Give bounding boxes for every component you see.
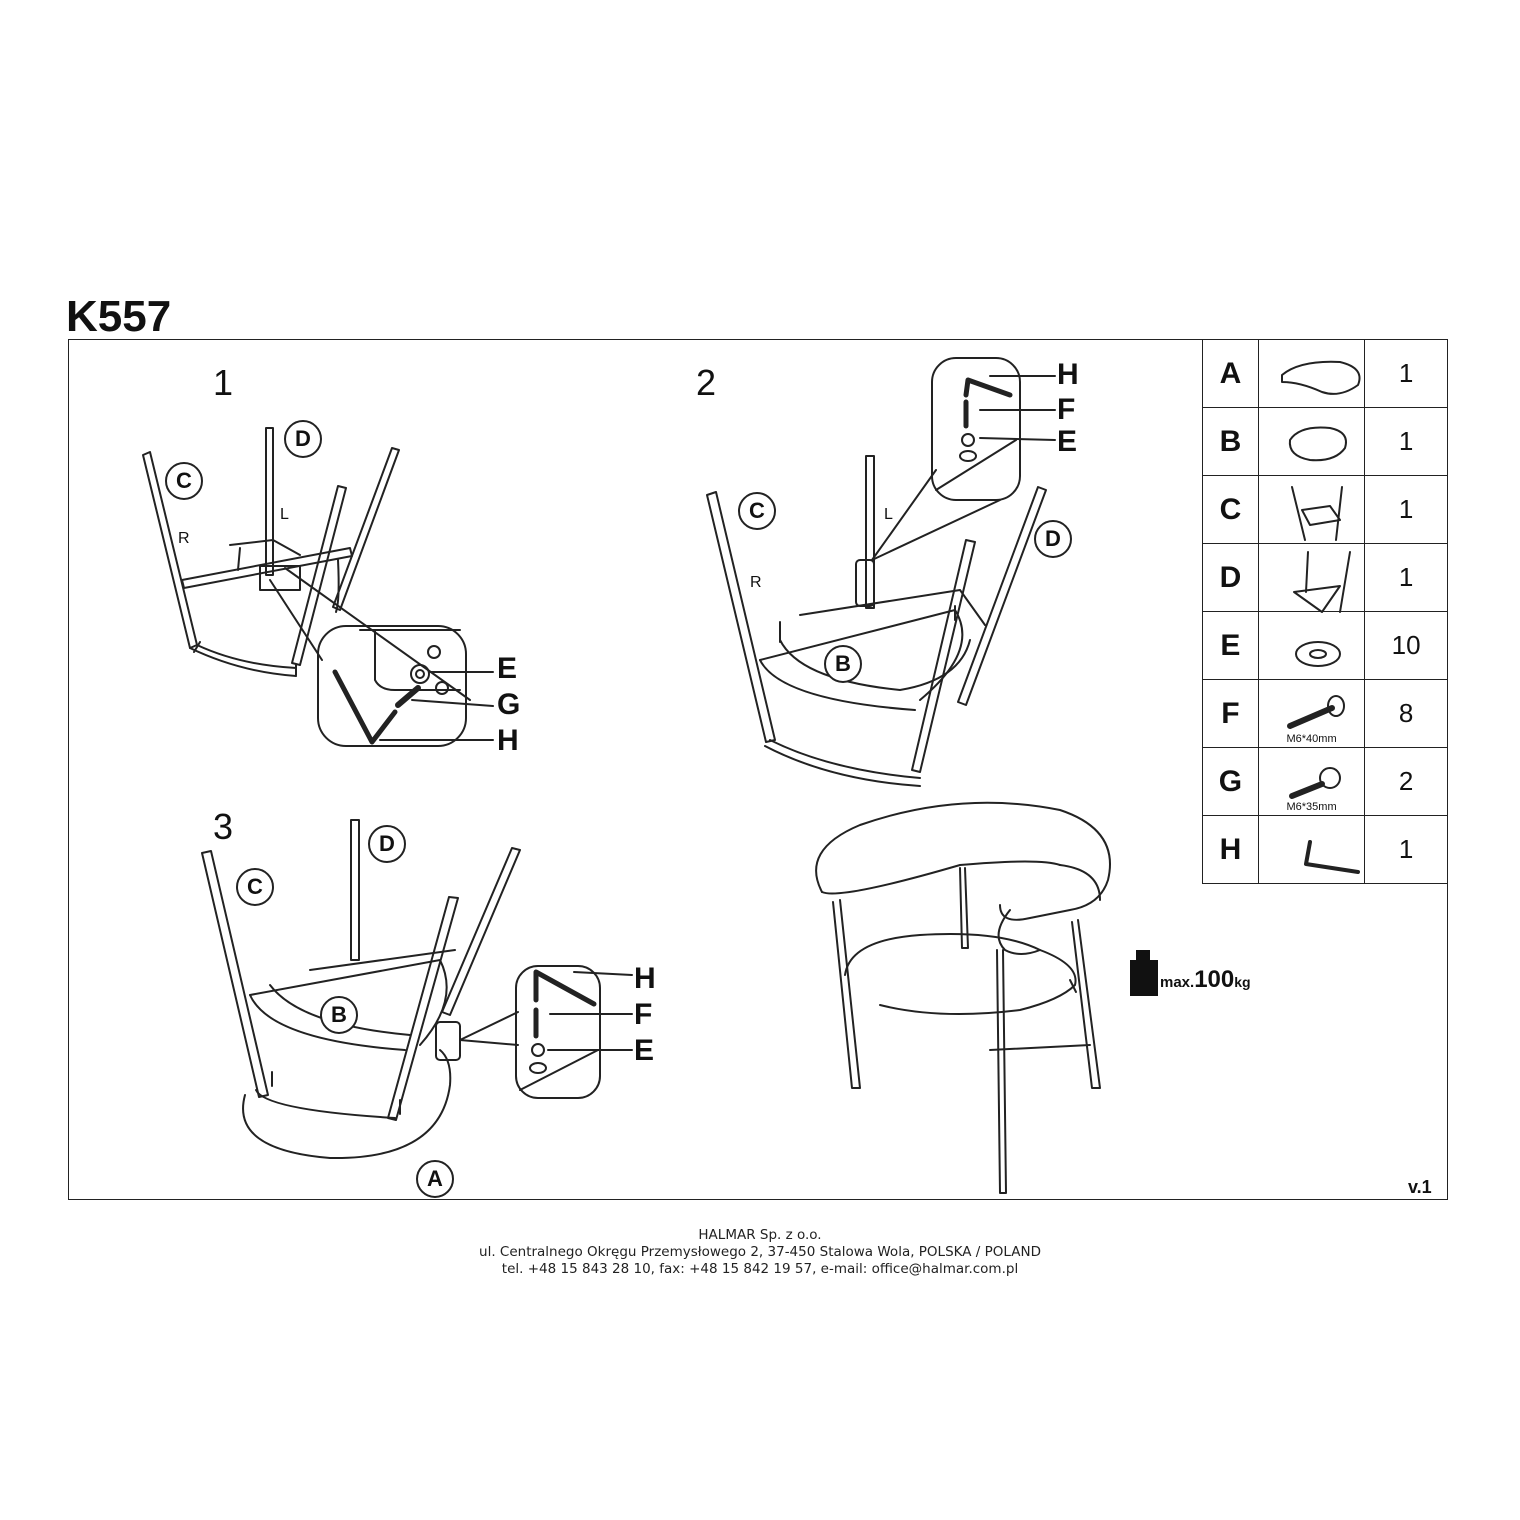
step3-label-a: A (416, 1160, 454, 1198)
part-icon-cell: M6*35mm (1257, 747, 1366, 816)
step3-label-h: H (634, 962, 656, 995)
step-3-number: 3 (213, 806, 234, 847)
parts-row: E 10 (1202, 611, 1448, 680)
max-load-unit: kg (1234, 974, 1251, 990)
part-icon-cell (1257, 815, 1366, 884)
part-icon-cell (1257, 475, 1366, 544)
part-icon-cell (1257, 407, 1366, 476)
step2-label-r: R (750, 574, 762, 591)
parts-row: F M6*40mm 8 (1202, 679, 1448, 748)
part-letter: C (1202, 475, 1259, 544)
part-letter: E (1202, 611, 1259, 680)
part-quantity: 8 (1364, 679, 1448, 748)
step2-detail-drawing (855, 357, 1056, 607)
step1-label-g: G (497, 688, 521, 721)
step2-label-d: D (1034, 520, 1072, 558)
step3-label-f: F (634, 998, 653, 1031)
part-letter: G (1202, 747, 1259, 816)
part-quantity: 10 (1364, 611, 1448, 680)
part-spec: M6*35mm (1286, 801, 1337, 813)
step1-label-r: R (178, 530, 190, 547)
max-load-value: 100 (1194, 966, 1235, 993)
footer-address: ul. Centralnego Okręgu Przemysłowego 2, … (479, 1244, 1041, 1260)
part-quantity: 1 (1364, 815, 1448, 884)
part-letter: A (1202, 339, 1259, 408)
part-quantity: 1 (1364, 475, 1448, 544)
step-1-number: 1 (213, 362, 234, 403)
step1-label-e: E (497, 652, 518, 685)
part-quantity: 2 (1364, 747, 1448, 816)
part-icon-cell (1257, 339, 1366, 408)
weight-icon (1130, 950, 1158, 996)
step1-label-c: C (165, 462, 203, 500)
step1-label-l: L (280, 506, 289, 523)
part-letter: H (1202, 815, 1259, 884)
step3-label-d: D (368, 825, 406, 863)
parts-row: G M6*35mm 2 (1202, 747, 1448, 816)
part-icon-cell: M6*40mm (1257, 679, 1366, 748)
part-letter: F (1202, 679, 1259, 748)
part-quantity: 1 (1364, 543, 1448, 612)
step2-label-b: B (824, 645, 862, 683)
step2-label-f: F (1057, 393, 1076, 426)
step2-label-c: C (738, 492, 776, 530)
step2-frame-drawing (706, 455, 1047, 787)
step3-label-c: C (236, 868, 274, 906)
part-quantity: 1 (1364, 339, 1448, 408)
part-letter: B (1202, 407, 1259, 476)
assembled-chair-drawing (815, 801, 1111, 1194)
step3-label-e: E (634, 1034, 655, 1067)
step-2-number: 2 (696, 362, 717, 403)
part-spec: M6*40mm (1286, 733, 1337, 745)
step1-detail-drawing (259, 565, 494, 747)
footer-contact: tel. +48 15 843 28 10, fax: +48 15 842 1… (501, 1261, 1019, 1277)
instruction-frame (68, 339, 1448, 1200)
part-letter: D (1202, 543, 1259, 612)
product-title: K557 (66, 292, 172, 341)
step3-detail-drawing (435, 965, 633, 1099)
step1-label-d: D (284, 420, 322, 458)
part-icon-cell (1257, 611, 1366, 680)
step2-label-l: L (884, 506, 893, 523)
footer-company: HALMAR Sp. z o.o. (698, 1227, 822, 1243)
step2-label-h: H (1057, 358, 1079, 391)
step1-frame-drawing (142, 427, 400, 677)
version-label: v.1 (1408, 1177, 1432, 1197)
max-load-label: max.100kg (1160, 966, 1251, 994)
part-icon-cell (1257, 543, 1366, 612)
max-load-prefix: max. (1160, 974, 1195, 991)
step3-label-b: B (320, 996, 358, 1034)
step1-label-h: H (497, 724, 519, 757)
part-quantity: 1 (1364, 407, 1448, 476)
step2-label-e: E (1057, 425, 1078, 458)
